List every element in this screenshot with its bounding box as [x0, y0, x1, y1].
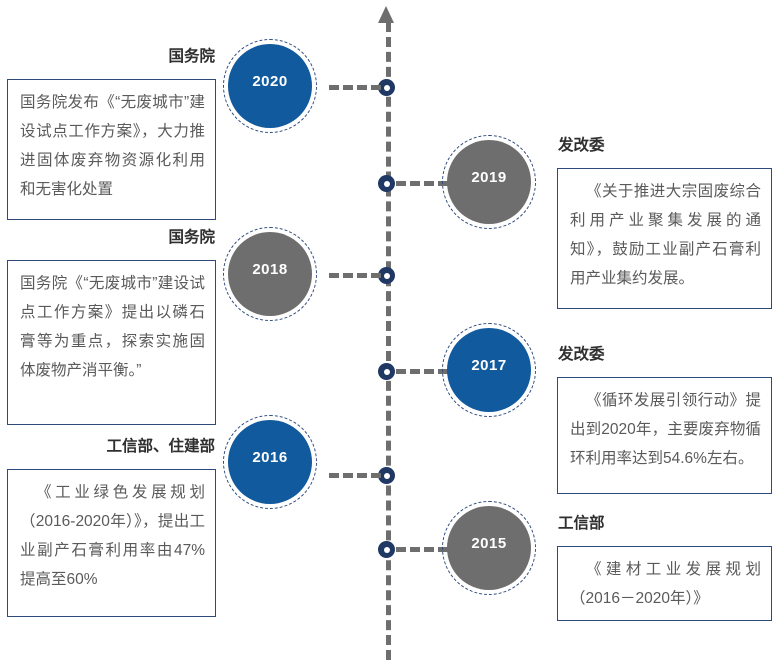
circle-disc [447, 328, 531, 412]
card-title-2015: 工信部 [558, 515, 605, 532]
card-body-2019: 《关于推进大宗固废综合利用产业聚集发展的通知》，鼓励工业副产石膏利用产业集约发展… [570, 183, 761, 287]
card-body-2016: 《工业绿色发展规划（2016-2020年）》，提出工业副产石膏利用率由47%提高… [20, 484, 205, 588]
card-title-2016: 工信部、住建部 [106, 438, 215, 455]
year-label: 2016 [252, 448, 288, 466]
circle-ring-icon [223, 227, 317, 321]
timeline-node-2019[interactable] [378, 175, 395, 192]
card-body-2020: 国务院发布《“无废城市”建设试点工作方案》，大力推进固体废弃物资源化利用和无害化… [20, 94, 205, 198]
timeline-node-2018[interactable] [378, 267, 395, 284]
timeline-node-2016[interactable] [378, 467, 395, 484]
card-2018: 国务院《“无废城市”建设试点工作方案》提出以磷石膏等为重点，探索实施固体废物产消… [7, 260, 216, 425]
connector-2017 [396, 369, 448, 374]
timeline-node-2020[interactable] [378, 79, 395, 96]
year-label: 2015 [471, 534, 507, 552]
connector-2018 [329, 273, 381, 278]
circle-disc [228, 44, 312, 128]
circle-disc [228, 232, 312, 316]
year-circle-2015[interactable]: 2015 [442, 501, 536, 595]
circle-ring-icon [442, 323, 536, 417]
timeline-axis [386, 22, 391, 660]
connector-2020 [329, 85, 381, 90]
card-2019: 《关于推进大宗固废综合利用产业聚集发展的通知》，鼓励工业副产石膏利用产业集约发展… [557, 168, 772, 309]
connector-2015 [396, 547, 448, 552]
circle-disc [228, 420, 312, 504]
circle-ring-icon [223, 39, 317, 133]
card-title-2020: 国务院 [168, 48, 215, 65]
year-label: 2017 [471, 356, 507, 374]
timeline-node-2017[interactable] [378, 363, 395, 380]
circle-ring-icon [442, 135, 536, 229]
year-circle-2017[interactable]: 2017 [442, 323, 536, 417]
year-label: 2020 [252, 72, 288, 90]
card-2020: 国务院发布《“无废城市”建设试点工作方案》，大力推进固体废弃物资源化利用和无害化… [7, 79, 216, 220]
year-circle-2018[interactable]: 2018 [223, 227, 317, 321]
arrow-up-icon [378, 6, 394, 23]
circle-disc [447, 506, 531, 590]
card-body-2018: 国务院《“无废城市”建设试点工作方案》提出以磷石膏等为重点，探索实施固体废物产消… [20, 275, 205, 379]
connector-2016 [329, 473, 381, 478]
year-circle-2020[interactable]: 2020 [223, 39, 317, 133]
timeline-node-2015[interactable] [378, 541, 395, 558]
connector-2019 [396, 181, 448, 186]
circle-disc [447, 140, 531, 224]
card-title-2019: 发改委 [558, 137, 605, 154]
year-label: 2019 [471, 168, 507, 186]
year-circle-2016[interactable]: 2016 [223, 415, 317, 509]
year-circle-2019[interactable]: 2019 [442, 135, 536, 229]
card-2017: 《循环发展引领行动》提出到2020年，主要废弃物循环利用率达到54.6%左右。 [557, 377, 772, 494]
year-label: 2018 [252, 260, 288, 278]
card-2015: 《建材工业发展规划（2016－2020年）》 [557, 546, 772, 621]
card-title-2018: 国务院 [168, 229, 215, 246]
card-2016: 《工业绿色发展规划（2016-2020年）》，提出工业副产石膏利用率由47%提高… [7, 469, 216, 617]
card-body-2015: 《建材工业发展规划（2016－2020年）》 [570, 561, 761, 607]
card-body-2017: 《循环发展引领行动》提出到2020年，主要废弃物循环利用率达到54.6%左右。 [570, 392, 761, 467]
card-title-2017: 发改委 [558, 346, 605, 363]
circle-ring-icon [442, 501, 536, 595]
circle-ring-icon [223, 415, 317, 509]
